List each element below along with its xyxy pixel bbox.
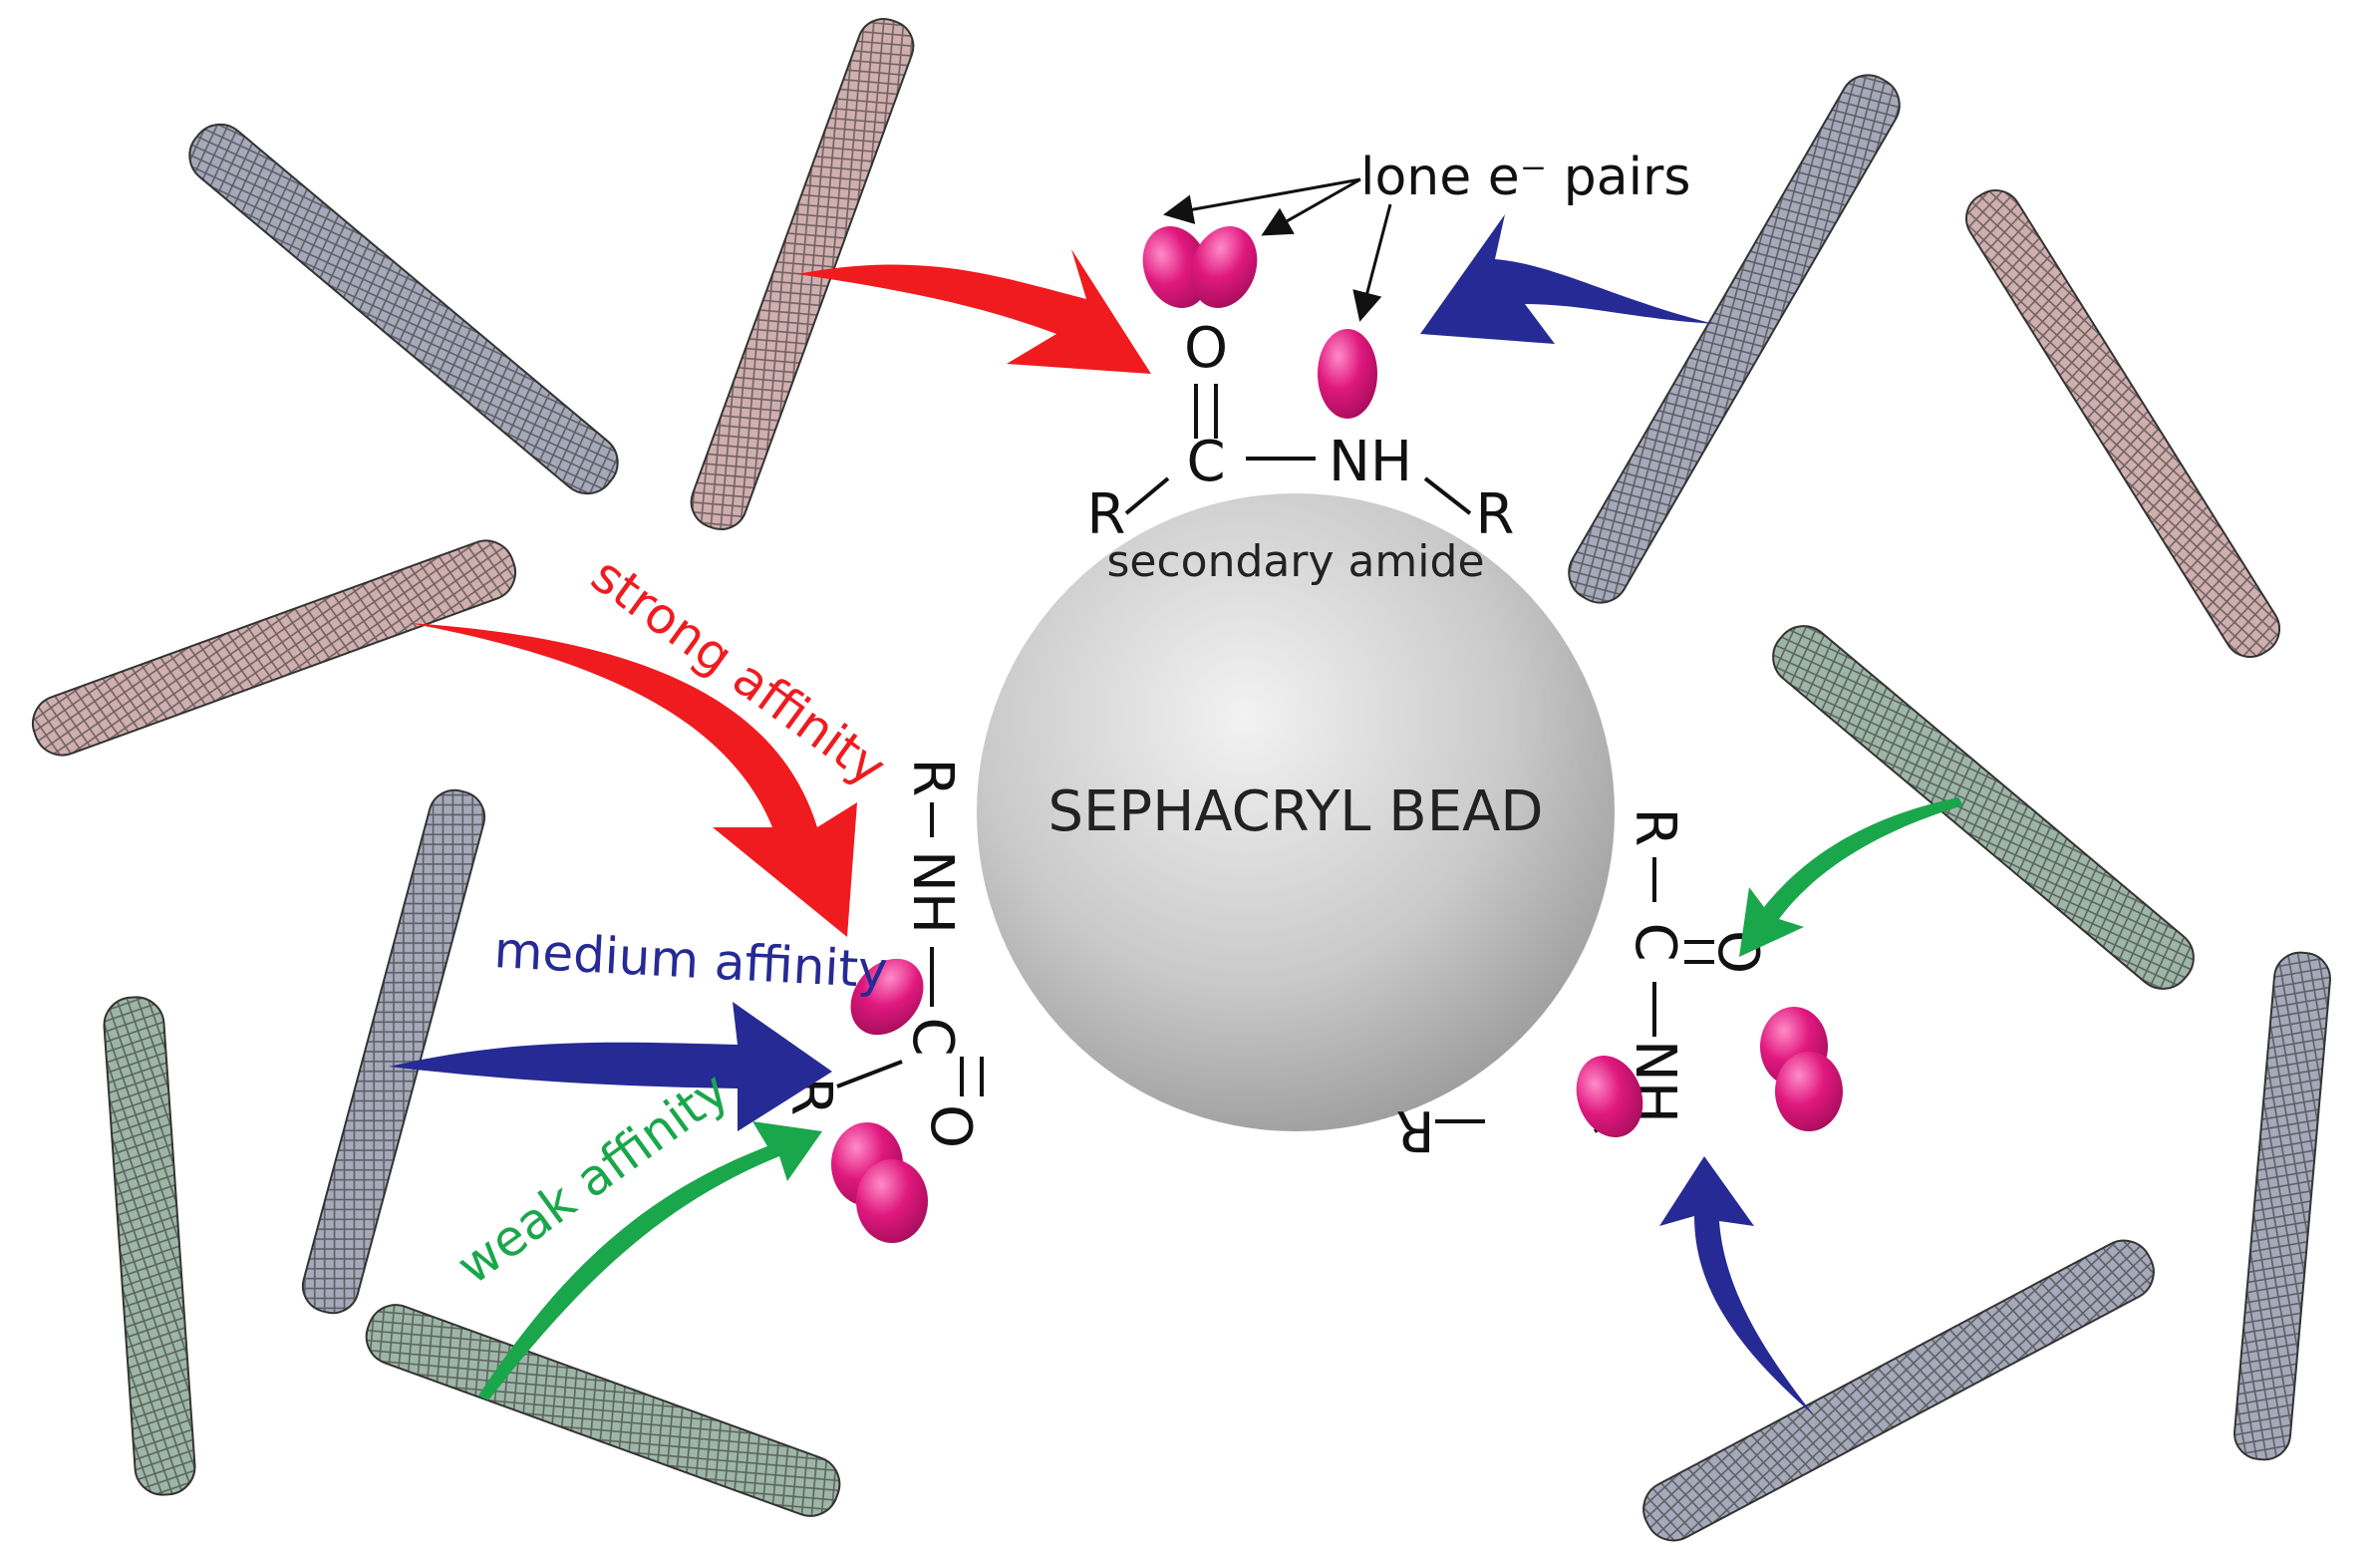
- arrow-strong-top: [797, 249, 1151, 374]
- lobe-left-n: [850, 958, 924, 1036]
- atom-nh-left: NH: [900, 850, 965, 934]
- lone-pair-pointers: [1163, 177, 1392, 322]
- pointer-2: [1261, 177, 1361, 236]
- atom-r-right-a: R: [1623, 808, 1687, 847]
- lobe-pair-top-o: [1142, 226, 1258, 308]
- nanotube-blue-left: [301, 788, 486, 1315]
- arrow-medium-bottom-right: [1659, 1156, 1814, 1415]
- arrow-weak-right: [1739, 797, 1963, 957]
- amide-top: O C NH R R: [1087, 316, 1515, 547]
- nanotube-blue-bottom-right: [1642, 1239, 2155, 1542]
- label-medium-affinity: medium affinity: [492, 921, 889, 1000]
- atom-r-left-a: R: [900, 759, 965, 797]
- atom-r-top-right: R: [1476, 482, 1515, 547]
- secondary-amide-label: secondary amide: [1106, 536, 1484, 587]
- nanotube-green-bottom: [365, 1304, 841, 1517]
- nanotube-blue-top-left: [188, 123, 619, 495]
- pointer-1: [1163, 177, 1361, 224]
- pointer-3: [1352, 203, 1392, 322]
- nanotube-blue-far-right: [2233, 951, 2331, 1461]
- atom-nh-top: NH: [1329, 430, 1412, 494]
- atom-r-right-b: R: [1396, 1097, 1435, 1162]
- nanotube-green-right: [1772, 625, 2195, 990]
- amide-left-carbonyl: O: [918, 1057, 984, 1148]
- affinity-arrows: [389, 214, 1963, 1415]
- sephacryl-bead: [977, 493, 1615, 1131]
- amide-left: R NH C R: [778, 759, 965, 1116]
- bead-label: SEPHACRYL BEAD: [1048, 779, 1544, 844]
- atom-c-left: C: [900, 1017, 965, 1056]
- arrow-strong-left: [409, 623, 857, 937]
- nanotube-blue-top-right: [1568, 74, 1901, 604]
- atom-c-right: C: [1623, 922, 1687, 961]
- lobe-pair-left-o: [831, 1122, 928, 1243]
- nanotube-red-left: [32, 539, 516, 757]
- arrow-medium-left: [389, 1002, 832, 1131]
- arrow-medium-top-right: [1420, 214, 1714, 344]
- nanotubes: [32, 18, 2331, 1542]
- lobe-top-n: [1318, 329, 1377, 419]
- atom-c-top: C: [1186, 430, 1225, 494]
- arrow-weak-left: [478, 1121, 822, 1400]
- lobe-pair-right-o: [1760, 1007, 1843, 1131]
- nanotube-red-right: [1965, 189, 2280, 658]
- atom-r-top-left: R: [1087, 482, 1126, 547]
- lone-pairs-label: lone e⁻ pairs: [1360, 148, 1691, 207]
- atom-o-top: O: [1184, 316, 1228, 381]
- lone-pair-lobes: [831, 226, 1843, 1243]
- nanotube-green-far-left: [103, 996, 196, 1496]
- atom-o-left: O: [918, 1104, 983, 1148]
- lobe-right-n: [1576, 1056, 1643, 1137]
